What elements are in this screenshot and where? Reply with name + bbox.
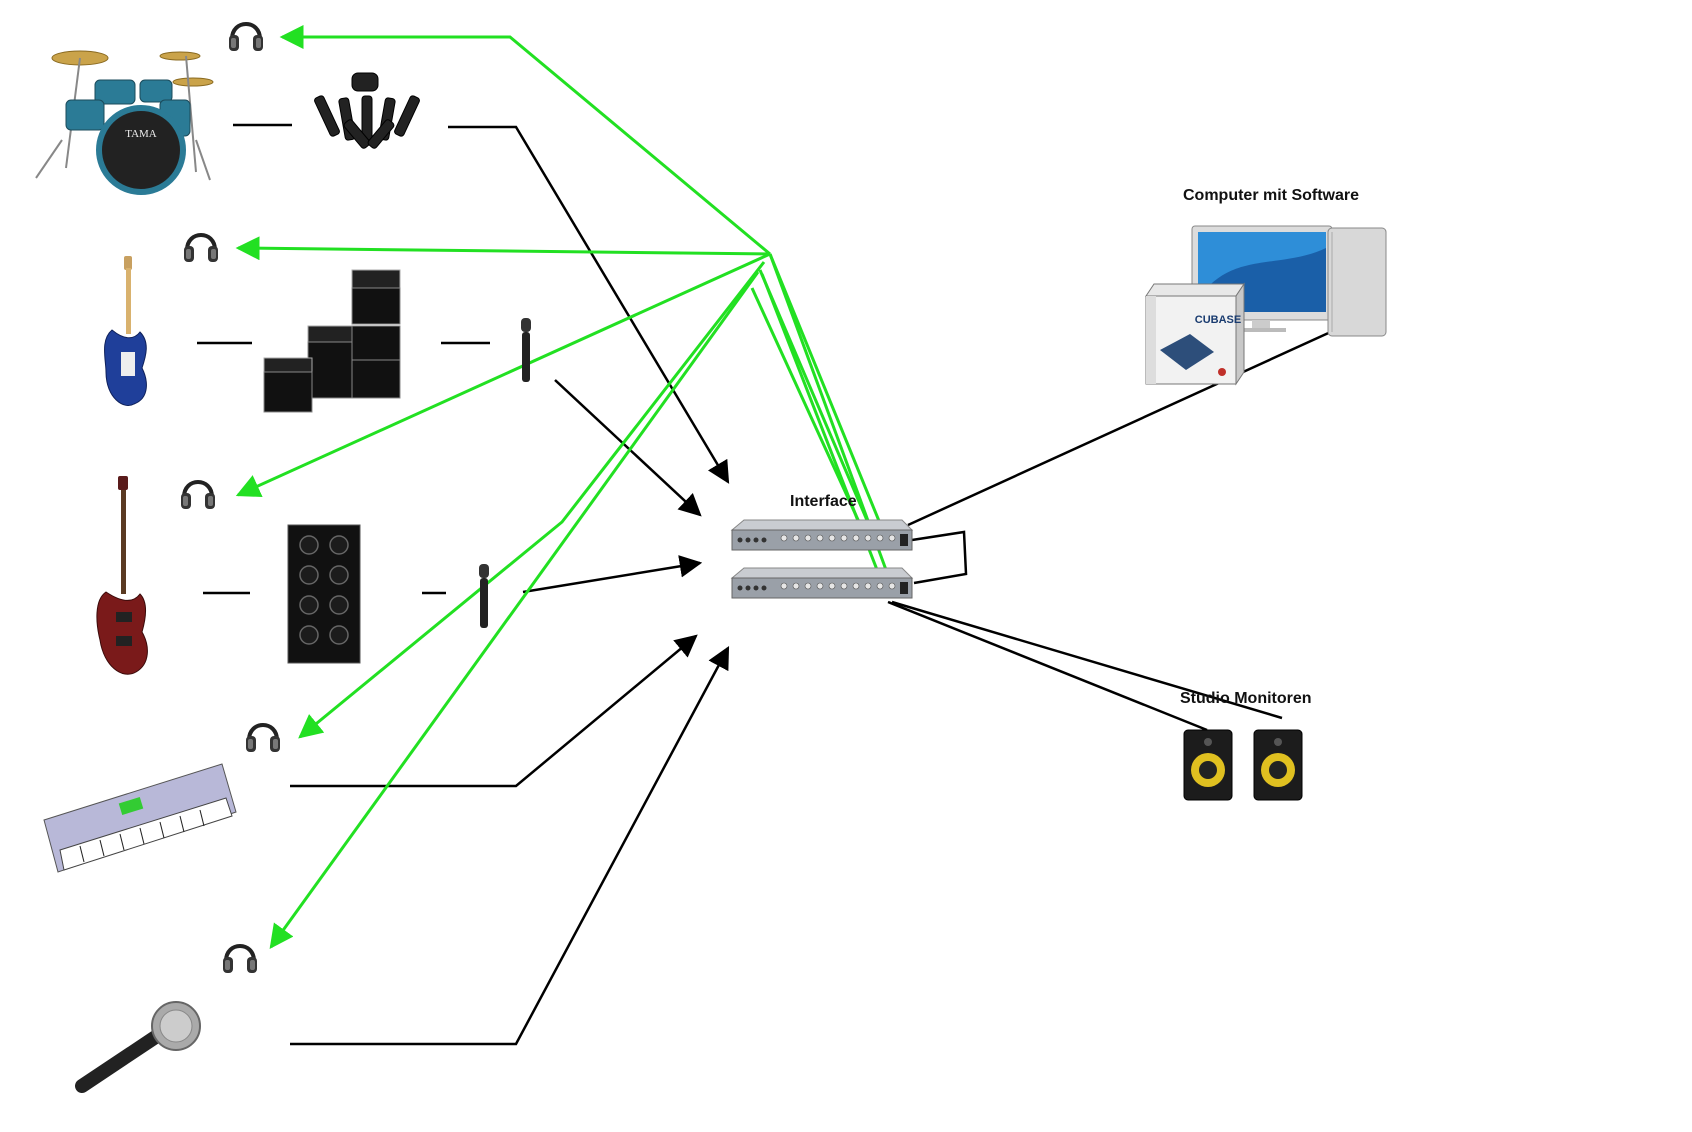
bass-guitar-icon [96,476,148,675]
bass-cabinet-icon [287,524,361,664]
drum-mics-icon [314,72,420,149]
audio-interface-icon [731,519,913,599]
studio-monitor-icon [1253,729,1303,801]
electric-guitar-icon [104,256,147,406]
monitors-label: Studio Monitoren [1180,690,1312,707]
studio-monitor-icon [1183,729,1233,801]
headphones-icon [182,233,220,264]
synthesizer-keyboard-icon [43,763,237,873]
monitor-mix-lines [235,24,898,949]
headphones-icon [227,22,265,53]
drum-kit-icon: TAMA [35,50,214,195]
instrument-mic-icon [479,564,489,628]
vocal-mic-icon [75,1001,201,1093]
computer-label: Computer mit Software [1183,187,1359,204]
headphones-icon [221,944,259,975]
signal-lines [197,123,1336,1046]
cubase-box-icon: CUBASE [1145,282,1245,386]
instrument-mic-icon [521,318,531,382]
interface-label: Interface [790,493,857,510]
cubase-logo-text: CUBASE [1195,314,1241,326]
headphones-icon [244,723,282,754]
svg-text:TAMA: TAMA [125,128,157,140]
headphones-icon [179,480,217,511]
guitar-amp-stack-icon [263,269,401,413]
